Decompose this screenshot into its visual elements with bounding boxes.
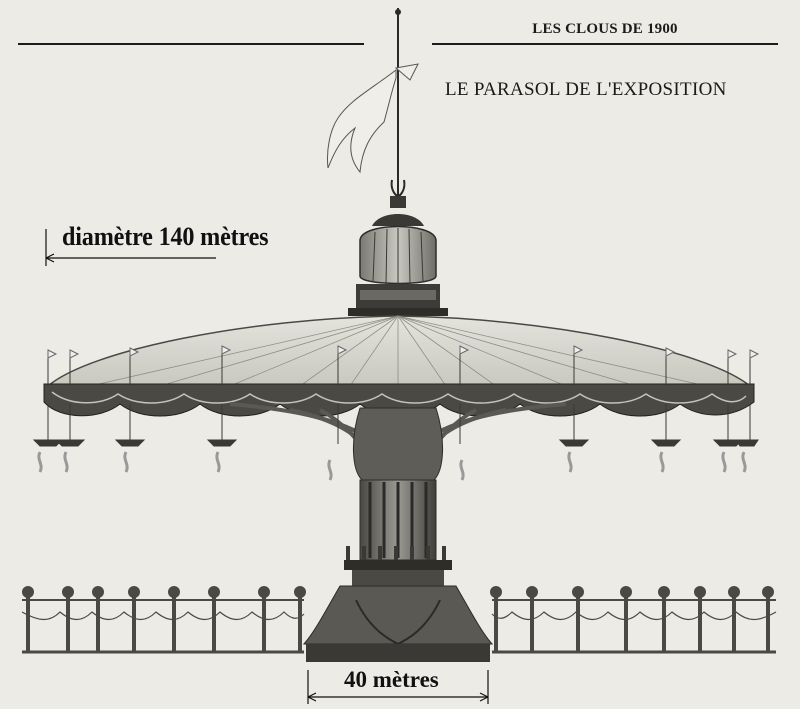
lantern-dome [348,196,448,316]
illustration-title: LE PARASOL DE L'EXPOSITION [445,79,727,100]
parasol-canopy [43,315,755,417]
balustrade [21,586,777,654]
base-width-arrow [307,670,489,704]
hanging-lamps [32,345,760,481]
header-rule-right [432,43,778,45]
mast-with-flag [327,8,419,200]
header-title: LES CLOUS DE 1900 [532,21,678,37]
diameter-arrow [45,229,216,266]
header-rule-left [18,43,364,45]
base-width-label: 40 mètres [344,667,439,692]
central-column [302,407,494,662]
diameter-label: diamètre 140 mètres [62,222,269,251]
